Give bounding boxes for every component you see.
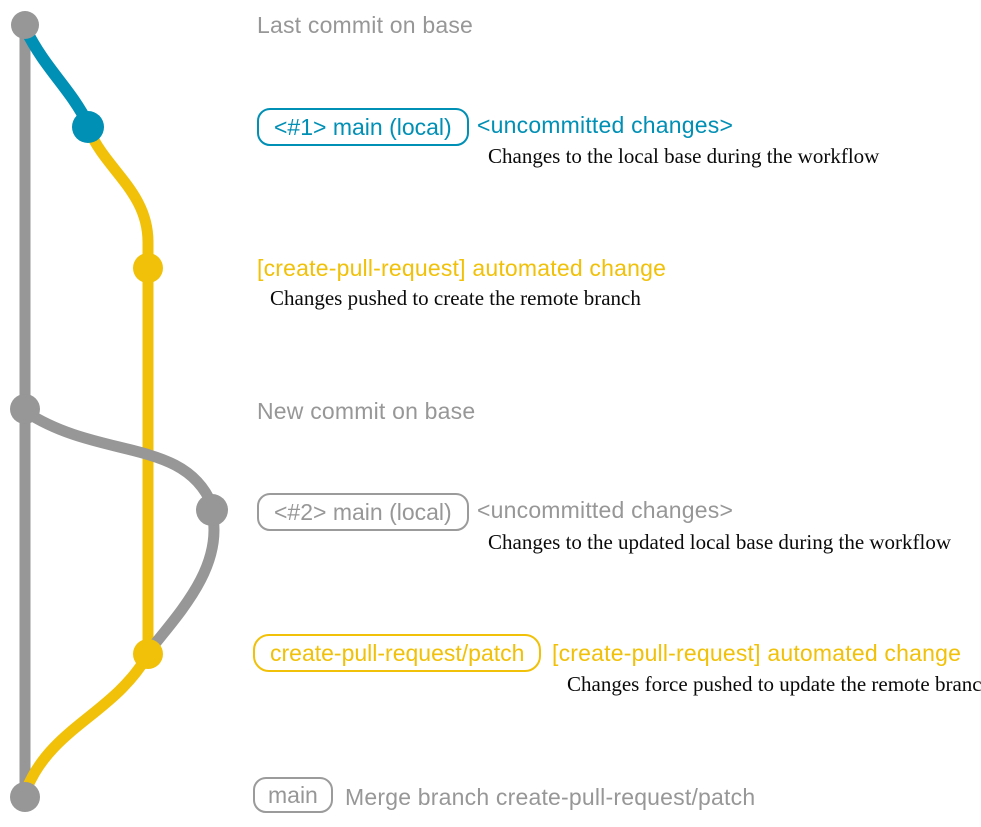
branch-badge-main-local-1: <#1> main (local) [257,108,469,146]
patch-branch-line [83,124,154,661]
commit-node-automated-change-2 [133,639,163,669]
label-last-commit-on-base: Last commit on base [257,12,474,38]
commit-node-merge [10,782,40,812]
description-local-base-changes: Changes to the local base during the wor… [488,144,880,168]
note-uncommitted-changes-1: <uncommitted changes> [477,112,734,138]
local-main-1-branch-curve [20,24,94,130]
note-uncommitted-changes-2: <uncommitted changes> [477,497,734,523]
commit-node-automated-change-1 [133,253,163,283]
label-automated-change-1: [create-pull-request] automated change [257,255,667,281]
merge-curve [21,652,152,794]
local-main-2-branch-curve [20,406,218,511]
description-push-create-branch: Changes pushed to create the remote bran… [270,286,641,310]
commit-node-local-main-2 [196,494,228,526]
label-automated-change-2: [create-pull-request] automated change [552,640,962,666]
description-updated-local-base-changes: Changes to the updated local base during… [488,530,952,554]
commit-node-new-base [10,394,40,424]
label-new-commit-on-base: New commit on base [257,398,476,424]
commit-node-local-main-1 [72,111,104,143]
branch-badge-main: main [253,777,333,813]
description-force-push-update-branch: Changes force pushed to update the remot… [567,672,981,696]
rebase-curve [144,506,220,656]
branch-badge-main-local-2: <#2> main (local) [257,493,469,531]
branch-badge-create-pull-request-patch: create-pull-request/patch [253,634,542,672]
label-merge-branch: Merge branch create-pull-request/patch [345,784,756,810]
commit-node-last-base [11,11,39,39]
